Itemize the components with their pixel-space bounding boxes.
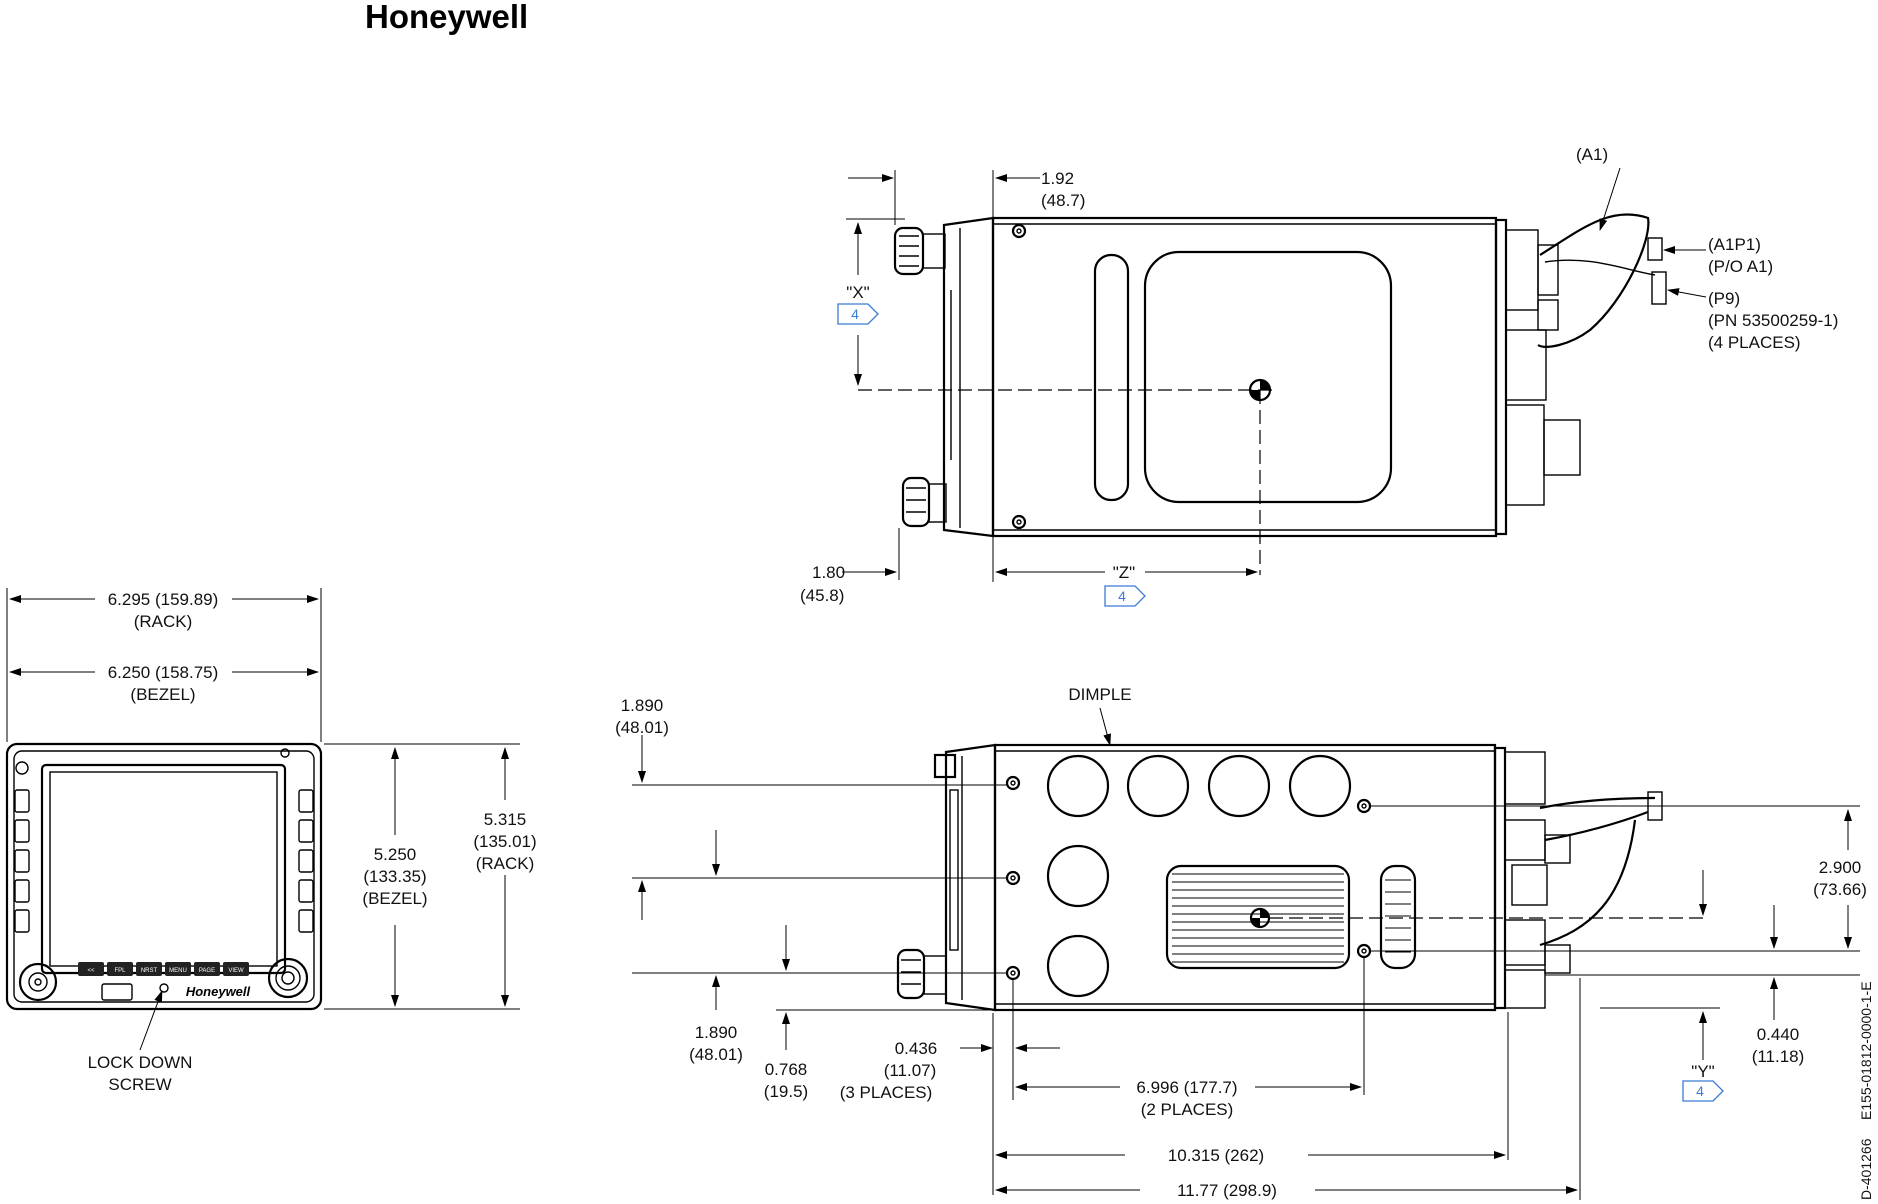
y-datum-label: "Y": [1691, 1062, 1714, 1081]
dim-6996-places: (2 PLACES): [1141, 1100, 1234, 1119]
dim-0436-places: (3 PLACES): [840, 1083, 933, 1102]
dim-180-value: 1.80: [812, 563, 845, 582]
a1-label: (A1): [1576, 145, 1608, 164]
top-knob-2: [901, 476, 931, 528]
rack-height-note: (RACK): [476, 854, 535, 873]
softkey-back: <<: [87, 968, 95, 974]
drawing-number: E155-01812-0000-1-E: [1858, 981, 1874, 1120]
note-4-flag-z: [1104, 585, 1146, 607]
note-4-ref-z: 4: [1118, 588, 1126, 604]
rack-height-value: 5.315: [484, 810, 527, 829]
top-view: 1.92 (48.7) "X" 4: [800, 145, 1838, 607]
bezel-brand-label: Honeywell: [186, 984, 251, 999]
dim-1890-top-value: 1.890: [621, 696, 664, 715]
side-view: DIMPLE: [615, 685, 1867, 1200]
softkey-nrst: NRST: [141, 968, 158, 974]
dim-1890-top-metric: (48.01): [615, 718, 669, 737]
side-knob-top: [933, 753, 957, 779]
bezel-height-metric: (133.35): [363, 867, 426, 886]
dim-192-value: 1.92: [1041, 169, 1074, 188]
lock-down-screw: [159, 983, 169, 993]
dim-1177-value: 11.77 (298.9): [1177, 1181, 1277, 1200]
dim-0440-metric: (11.18): [1752, 1047, 1805, 1066]
unit-body-top: [991, 216, 1498, 538]
bezel-softkeys: << FPL NRST MENU PAGE VIEW: [78, 962, 249, 976]
note-4-flag-x: [837, 303, 879, 325]
rack-width-label: 6.295 (159.89): [108, 590, 219, 609]
front-view: 6.295 (159.89) (RACK) 6.250 (158.75) (BE…: [5, 588, 537, 1094]
side-knob-bottom: [896, 948, 926, 1000]
rack-height-metric: (135.01): [473, 832, 536, 851]
dim-10315-value: 10.315 (262): [1168, 1146, 1264, 1165]
bezel-height-note: (BEZEL): [362, 889, 427, 908]
dim-0440-value: 0.440: [1757, 1025, 1800, 1044]
bezel-height-value: 5.250: [374, 845, 417, 864]
dim-2900-metric: (73.66): [1813, 880, 1867, 899]
p9-label: (P9): [1708, 289, 1740, 308]
note-4-ref-y: 4: [1696, 1083, 1704, 1099]
softkey-page: PAGE: [199, 968, 215, 974]
dim-0436-metric: (11.07): [884, 1061, 937, 1080]
softkey-menu: MENU: [169, 968, 187, 974]
rack-width-note: (RACK): [134, 612, 193, 631]
softkey-view: VIEW: [228, 968, 244, 974]
p9-places: (4 PLACES): [1708, 333, 1801, 352]
bezel-width-note: (BEZEL): [130, 685, 195, 704]
z-datum-label: "Z": [1113, 563, 1135, 582]
dim-0768-metric: (19.5): [764, 1082, 808, 1101]
dim-2900-value: 2.900: [1819, 858, 1862, 877]
unit-body-side: [993, 743, 1497, 1012]
left-knob: [18, 962, 58, 1002]
dim-1890-bottom-value: 1.890: [695, 1023, 738, 1042]
softkey-fpl: FPL: [114, 968, 126, 974]
dim-1890-bottom-metric: (48.01): [689, 1045, 743, 1064]
honeywell-logo: Honeywell: [365, 0, 528, 35]
vent-panel-small: [1379, 864, 1417, 970]
drawing-id: D-401266: [1858, 1138, 1874, 1200]
vent-panel-large: [1165, 864, 1351, 970]
dim-0436-value: 0.436: [895, 1039, 938, 1058]
dim-192-metric: (48.7): [1041, 191, 1085, 210]
note-4-ref-x: 4: [851, 306, 859, 322]
note-4-flag-y: [1682, 1080, 1724, 1102]
bezel-outline: [5, 742, 323, 1011]
lock-screw-label-2: SCREW: [108, 1075, 171, 1094]
lock-screw-label-1: LOCK DOWN: [88, 1053, 193, 1072]
bezel-width-label: 6.250 (158.75): [108, 663, 219, 682]
display-screen: [40, 763, 287, 975]
dim-6996-value: 6.996 (177.7): [1136, 1078, 1237, 1097]
p9-part-number: (PN 53500259-1): [1708, 311, 1838, 330]
dimple-label: DIMPLE: [1068, 685, 1131, 704]
dim-0768-value: 0.768: [765, 1060, 808, 1079]
top-knob-1: [893, 226, 925, 276]
a1p1-label: (A1P1): [1708, 235, 1761, 254]
right-knob: [267, 957, 309, 999]
x-datum-label: "X": [846, 283, 869, 302]
a1p1-note: (P/O A1): [1708, 257, 1773, 276]
dim-180-metric: (45.8): [800, 586, 844, 605]
card-slot: [101, 983, 133, 1001]
